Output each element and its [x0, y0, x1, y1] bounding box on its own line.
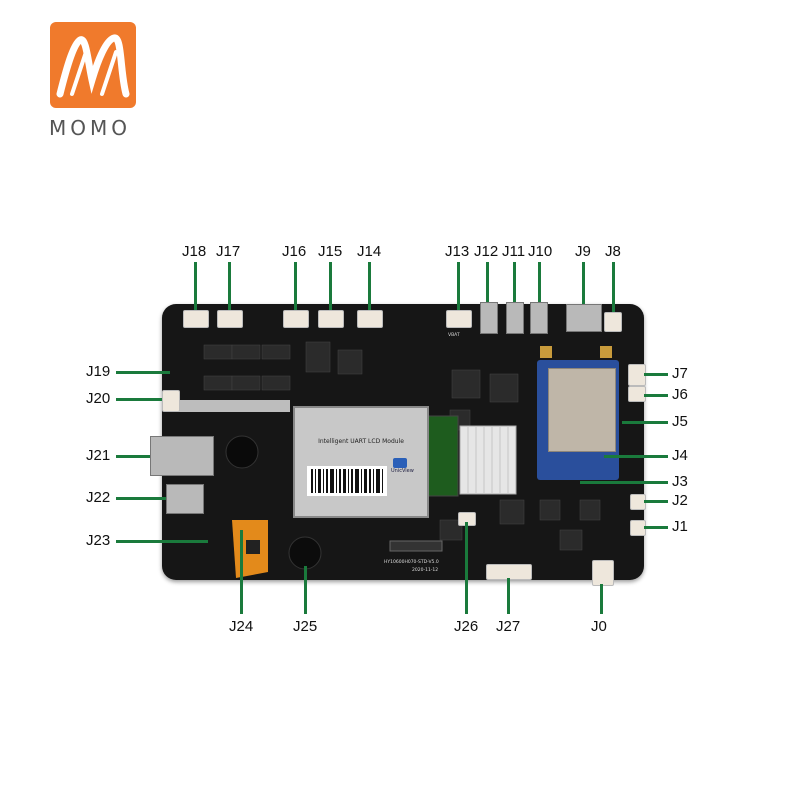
lcd-module-label: Intelligent UART LCD Module UnicView [293, 406, 429, 518]
leader-j10 [538, 262, 541, 302]
connector-j13 [446, 310, 472, 328]
leader-j19 [116, 371, 170, 374]
leader-j16 [294, 262, 297, 310]
leader-j2 [644, 500, 668, 503]
label-j25: J25 [293, 618, 318, 635]
connector-j22 [166, 484, 204, 514]
leader-j11 [513, 262, 516, 302]
label-j1: J1 [672, 518, 688, 535]
leader-j14 [368, 262, 371, 310]
label-j4: J4 [672, 447, 688, 464]
momo-logo-mark [56, 34, 130, 98]
label-j12: J12 [474, 243, 499, 260]
leader-j1 [644, 526, 668, 529]
label-j2: J2 [672, 492, 688, 509]
leader-j26 [465, 522, 468, 614]
label-j8: J8 [605, 243, 621, 260]
unicview-logo-icon [393, 458, 407, 468]
label-j19: J19 [86, 363, 111, 380]
leader-j17 [228, 262, 231, 310]
silk-model: HY10600H070-STD-V5.0 [384, 560, 439, 565]
lcd-title: Intelligent UART LCD Module [318, 438, 404, 445]
leader-j15 [329, 262, 332, 310]
label-j11: J11 [502, 243, 526, 260]
leader-j23 [116, 540, 208, 543]
logo-text: MOMO [49, 116, 131, 140]
label-j21: J21 [86, 447, 111, 464]
lcd-brand: UnicView [391, 468, 414, 474]
label-j22: J22 [86, 489, 111, 506]
leader-j6 [644, 394, 668, 397]
module-shield [548, 368, 616, 452]
leader-j7 [644, 373, 668, 376]
label-j10: J10 [528, 243, 553, 260]
connector-j12 [480, 302, 498, 334]
label-j27: J27 [496, 618, 521, 635]
leader-j24 [240, 530, 243, 614]
leader-j27 [507, 578, 510, 614]
label-j24: J24 [229, 618, 254, 635]
leader-j3 [580, 481, 668, 484]
leader-j18 [194, 262, 197, 310]
leader-j9 [582, 262, 585, 304]
connector-j8 [604, 312, 622, 332]
leader-j25 [304, 566, 307, 614]
leader-j0 [600, 584, 603, 614]
label-j23: J23 [86, 532, 111, 549]
barcode-graphic [307, 466, 387, 496]
label-j20: J20 [86, 390, 111, 407]
leader-j20 [116, 398, 162, 401]
label-j26: J26 [454, 618, 479, 635]
leader-j13 [457, 262, 460, 310]
label-j16: J16 [282, 243, 307, 260]
label-j18: J18 [182, 243, 207, 260]
leader-j22 [116, 497, 166, 500]
connector-j21 [150, 436, 214, 476]
connector-j20 [162, 390, 180, 412]
silk-vbat: VBAT [448, 333, 460, 338]
connector-j14 [357, 310, 383, 328]
label-j5: J5 [672, 413, 688, 430]
leader-j4 [604, 455, 668, 458]
label-j17: J17 [216, 243, 241, 260]
connector-j0 [592, 560, 614, 586]
label-j6: J6 [672, 386, 688, 403]
label-j3: J3 [672, 473, 688, 490]
connector-j9 [566, 304, 602, 332]
label-j9: J9 [575, 243, 591, 260]
connector-j16 [283, 310, 309, 328]
label-j0: J0 [591, 618, 607, 635]
leader-j8 [612, 262, 615, 312]
label-j13: J13 [445, 243, 470, 260]
connector-j15 [318, 310, 344, 328]
silk-date: 2020-11-12 [412, 568, 439, 573]
label-j7: J7 [672, 365, 688, 382]
leader-j12 [486, 262, 489, 302]
leader-j5 [622, 421, 668, 424]
connector-j17 [217, 310, 243, 328]
connector-j18 [183, 310, 209, 328]
label-j15: J15 [318, 243, 343, 260]
label-j14: J14 [357, 243, 382, 260]
momo-logo [50, 22, 136, 108]
connector-j10 [530, 302, 548, 334]
connector-j11 [506, 302, 524, 334]
leader-j21 [116, 455, 150, 458]
